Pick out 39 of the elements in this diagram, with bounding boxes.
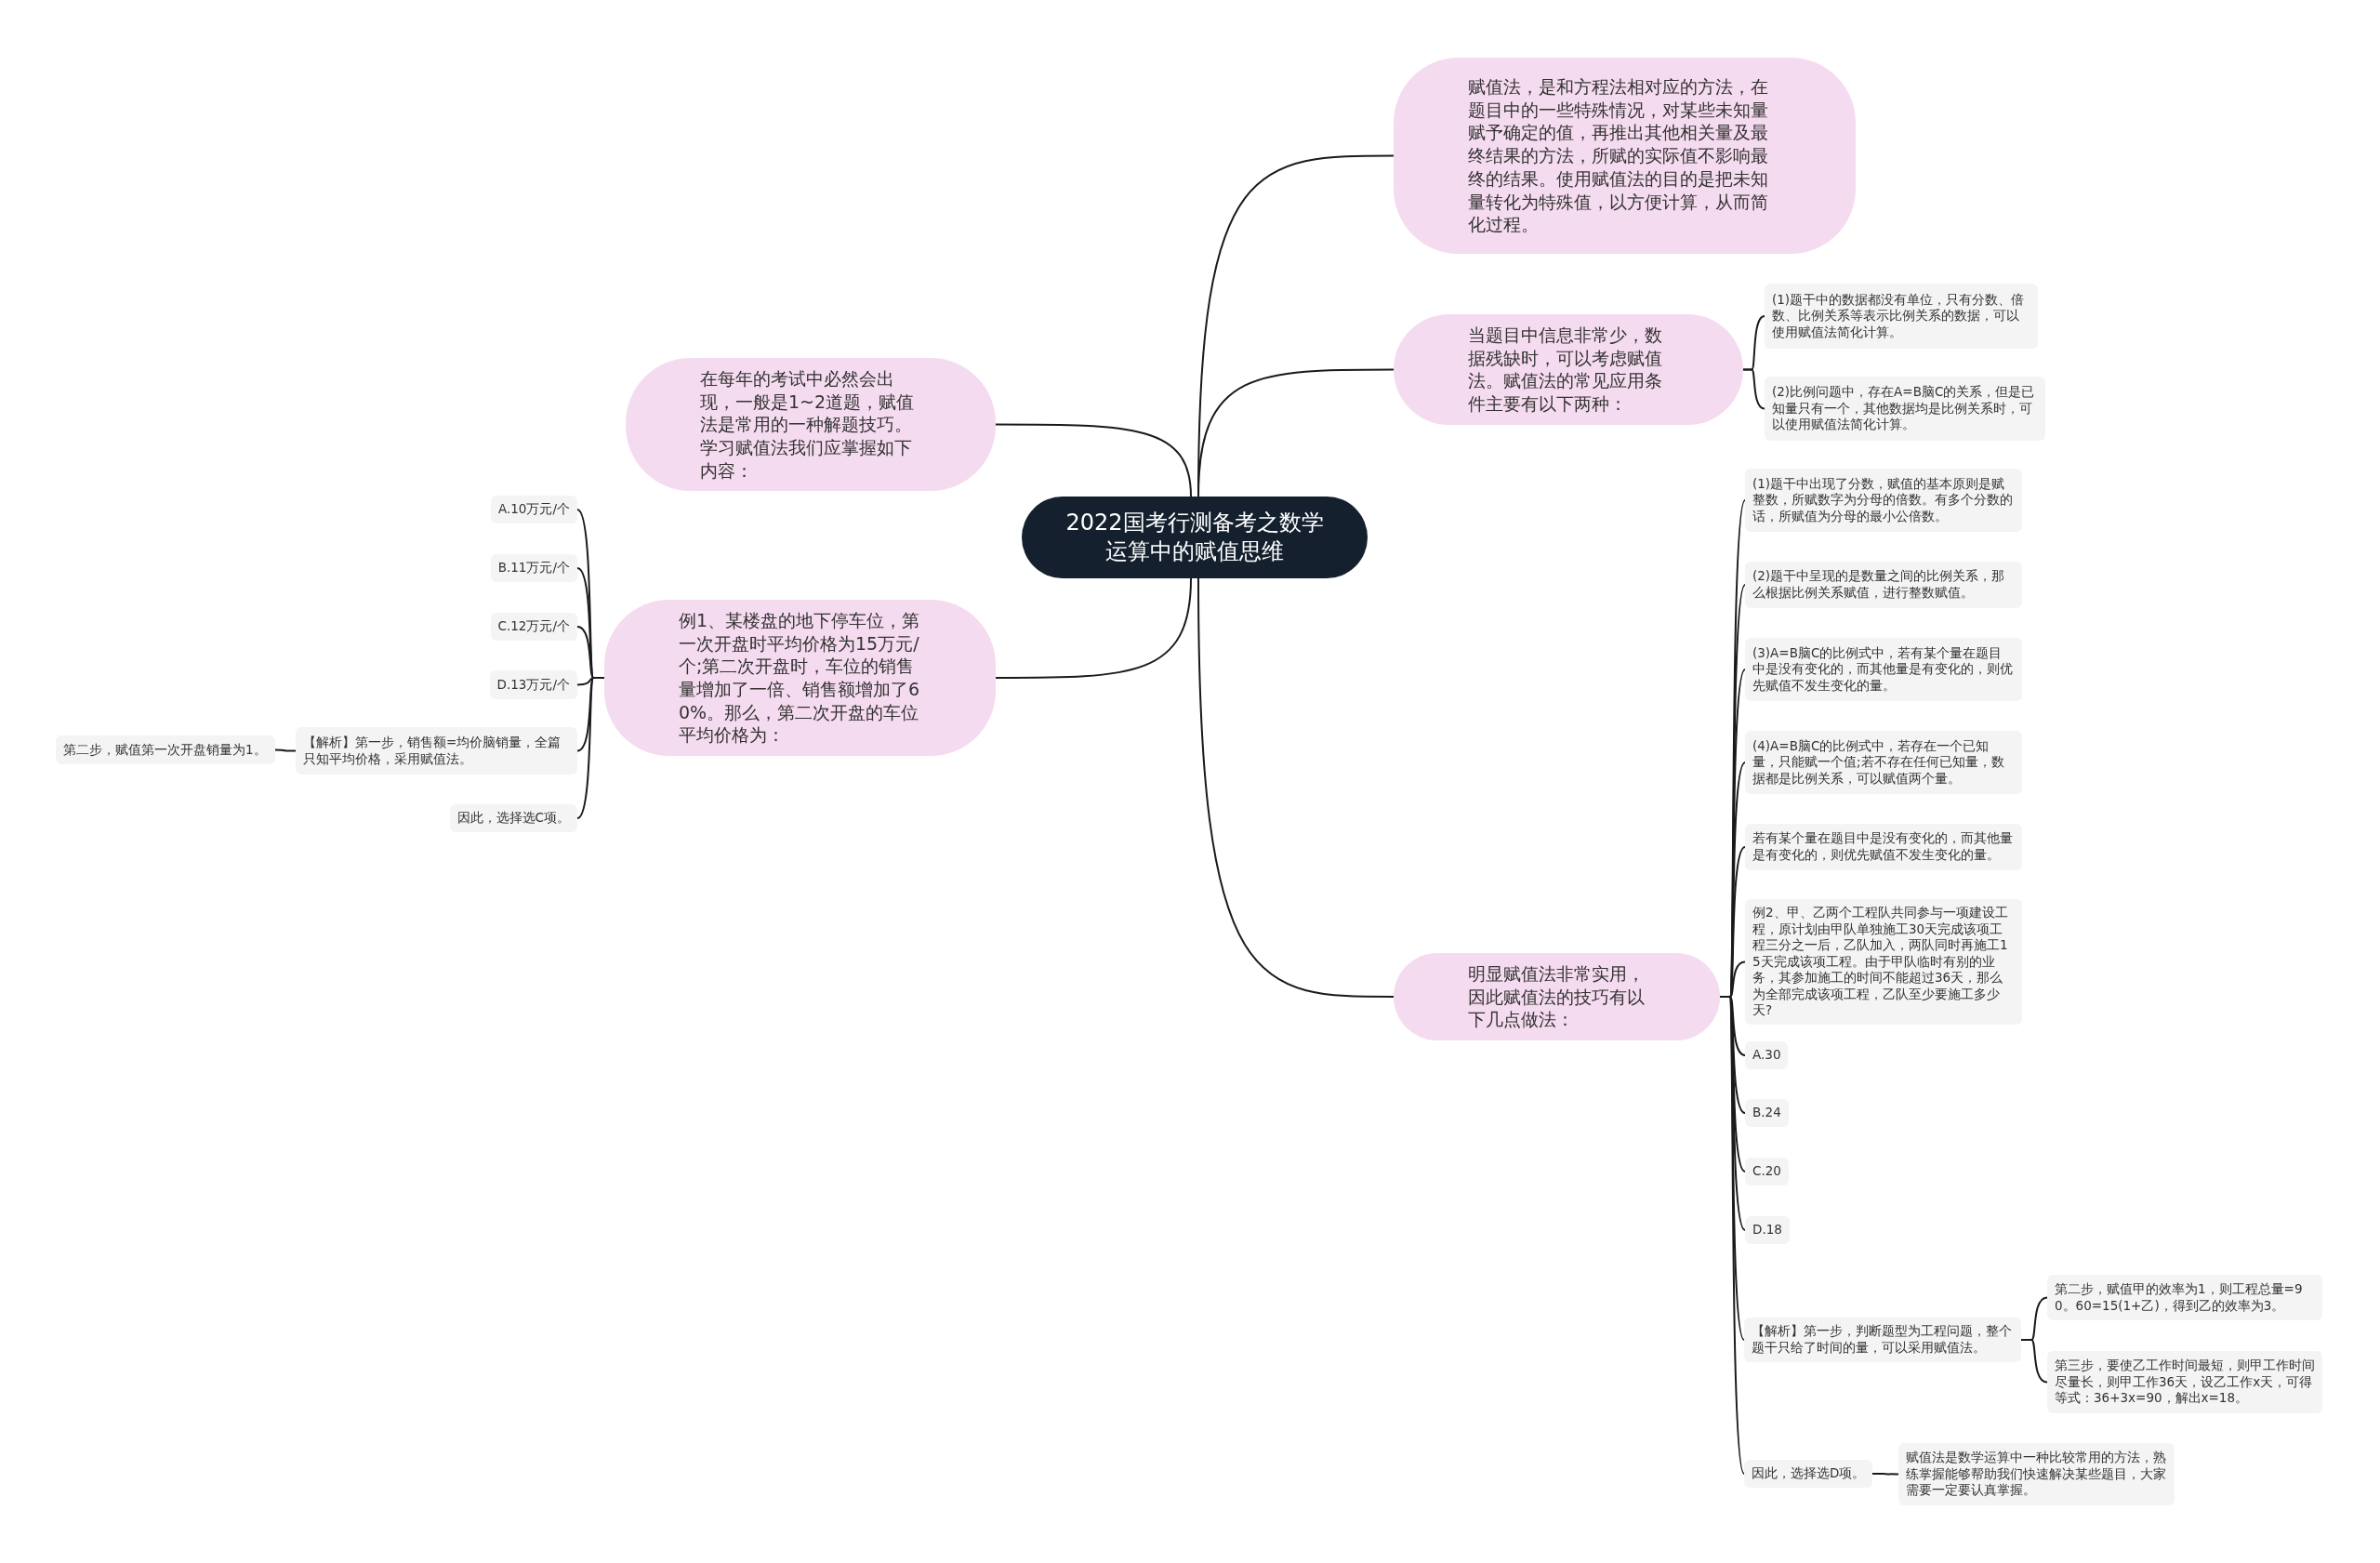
note-card: 因此，选择选C项。	[449, 804, 577, 832]
note-card: (1)题干中出现了分数，赋值的基本原则是赋整数，所赋数字为分母的倍数。有多个分数的话，所赋值为分母的最小公倍数。	[1745, 469, 2022, 532]
note-card: D.18	[1745, 1216, 1790, 1244]
note-card: (2)比例问题中，存在A=B脑C的关系，但是已知量只有一个，其他数据均是比例关系时，可以使用赋值法简化计算。	[1765, 377, 2045, 441]
connector-line	[274, 748, 297, 752]
note-card: 第二步，赋值第一次开盘销量为1。	[56, 735, 275, 764]
note-card: A.10万元/个	[491, 496, 577, 523]
note-card: 第三步，要使乙工作时间最短，则甲工作时间尽量长，则甲工作36天，设乙工作x天，可得等式：36+3x=90，解出x=18。	[2047, 1351, 2322, 1413]
connector-line	[995, 423, 1192, 497]
note-card: A.30	[1745, 1041, 1789, 1069]
note-card: 例2、甲、乙两个工程队共同参与一项建设工程，原计划由甲队单独施工30天完成该项工程三分之一后，乙队加入，两队同时再施工15天完成该项工程。由于甲队临时有别的业务，其参加施工的时间不能超过36天，那么为全部完成该项工程，乙队至少要施工多少天?	[1745, 899, 2022, 1025]
connector-line	[1742, 368, 1765, 410]
note-card: B.24	[1745, 1099, 1789, 1127]
connector-line	[995, 577, 1192, 679]
topic-bubble: 在每年的考试中必然会出现，一般是1~2道题，赋值法是常用的一种解题技巧。学习赋值法我们应掌握如下内容：	[626, 358, 996, 492]
central-topic: 2022国考行测备考之数学运算中的赋值思维	[1022, 497, 1368, 578]
topic-bubble: 赋值法，是和方程法相对应的方法，在题目中的一些特殊情况，对某些未知量赋予确定的值，再推出其他相关量及最终结果的方法，所赋的实际值不影响最终的结果。使用赋值法的目的是把未知量转化为特殊值，以方便计算，从而简化过程。	[1394, 58, 1856, 254]
note-card: 第二步，赋值甲的效率为1，则工程总量=90。60=15(1+乙)，得到乙的效率为3。	[2047, 1275, 2322, 1320]
note-card: (1)题干中的数据都没有单位，只有分数、倍数、比例关系等表示比例关系的数据，可以使用赋值法简化计算。	[1765, 284, 2038, 349]
note-card: C.12万元/个	[490, 613, 577, 641]
note-card: C.20	[1745, 1158, 1789, 1185]
topic-bubble: 例1、某楼盘的地下停车位，第一次开盘时平均价格为15万元/个;第二次开盘时，车位的销售量增加了一倍、销售额增加了60%。那么，第二次开盘的车位平均价格为：	[604, 600, 996, 757]
connector-line	[1197, 577, 1395, 998]
note-card: 【解析】第一步，销售额=均价脑销量，全篇只知平均价格，采用赋值法。	[296, 727, 577, 775]
note-card: 若有某个量在题目中是没有变化的，而其他量是有变化的，则优先赋值不发生变化的量。	[1745, 824, 2022, 870]
note-card: (3)A=B脑C的比例式中，若有某个量在题目中是没有变化的，而其他量是有变化的，则优先赋值不发生变化的量。	[1745, 638, 2022, 701]
note-card: 赋值法是数学运算中一种比较常用的方法，熟练掌握能够帮助我们快速解决某些题目，大家需要一定要认真掌握。	[1898, 1443, 2175, 1505]
note-card: (4)A=B脑C的比例式中，若存在一个已知量，只能赋一个值;若不存在任何已知量，数据都是比例关系，可以赋值两个量。	[1745, 731, 2022, 794]
note-card: B.11万元/个	[490, 554, 577, 582]
connector-line	[576, 677, 605, 819]
note-card: 因此，选择选D项。	[1744, 1460, 1873, 1488]
topic-bubble: 当题目中信息非常少，数据残缺时，可以考虑赋值法。赋值法的常见应用条件主要有以下两种：	[1394, 314, 1743, 425]
connector-line	[2020, 1339, 2048, 1384]
note-card: (2)题干中呈现的是数量之间的比例关系，那么根据比例关系赋值，进行整数赋值。	[1745, 562, 2022, 608]
note-card: D.13万元/个	[489, 670, 577, 699]
note-card: 【解析】第一步，判断题型为工程问题，整个题干只给了时间的量，可以采用赋值法。	[1744, 1318, 2021, 1362]
connector-line	[1197, 368, 1395, 497]
topic-bubble: 明显赋值法非常实用，因此赋值法的技巧有以下几点做法：	[1394, 953, 1720, 1041]
connector-line	[1871, 1473, 1899, 1476]
